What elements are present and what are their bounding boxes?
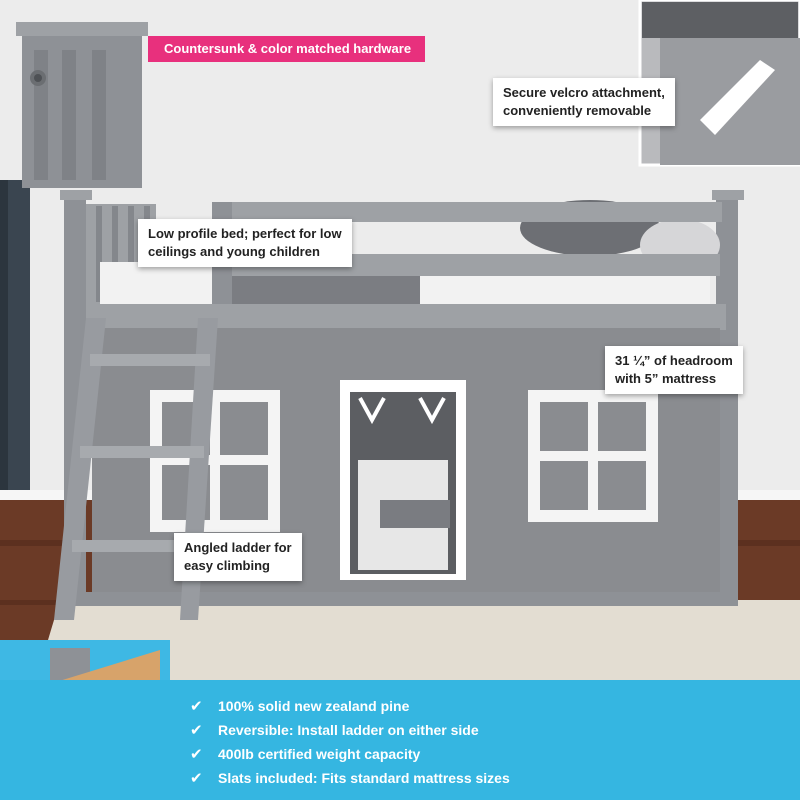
low-profile-callout-line1: Low profile bed; perfect for low xyxy=(148,226,342,241)
velcro-callout: Secure velcro attachment, conveniently r… xyxy=(493,78,675,126)
feature-text: 400lb certified weight capacity xyxy=(218,746,421,762)
feature-item: ✔ 400lb certified weight capacity xyxy=(190,742,510,766)
feature-item: ✔ Reversible: Install ladder on either si… xyxy=(190,718,510,742)
feature-text: 100% solid new zealand pine xyxy=(218,698,410,714)
checkmark-icon: ✔ xyxy=(190,721,203,739)
feature-banner xyxy=(0,680,800,800)
feature-list: ✔ 100% solid new zealand pine ✔ Reversible… xyxy=(190,694,510,790)
feature-text: Slats included: Fits standard mattress s… xyxy=(218,770,510,786)
velcro-callout-line1: Secure velcro attachment, xyxy=(503,85,665,100)
ladder-callout: Angled ladder for easy climbing xyxy=(174,533,302,581)
low-profile-callout-line2: ceilings and young children xyxy=(148,244,320,259)
checkmark-icon: ✔ xyxy=(190,745,203,763)
feature-text: Reversible: Install ladder on either sid… xyxy=(218,722,479,738)
low-profile-callout: Low profile bed; perfect for low ceiling… xyxy=(138,219,352,267)
headroom-callout-line2: with 5” mattress xyxy=(615,371,717,386)
hardware-callout: Countersunk & color matched hardware xyxy=(148,36,426,62)
headroom-callout-line1: 31 ¼” of headroom xyxy=(615,353,733,368)
feature-item: ✔ Slats included: Fits standard mattress … xyxy=(190,766,510,790)
feature-item: ✔ 100% solid new zealand pine xyxy=(190,694,510,718)
ladder-callout-line1: Angled ladder for xyxy=(184,540,292,555)
headroom-callout: 31 ¼” of headroom with 5” mattress xyxy=(605,346,743,394)
checkmark-icon: ✔ xyxy=(190,769,203,787)
ladder-callout-line2: easy climbing xyxy=(184,558,270,573)
velcro-callout-line2: conveniently removable xyxy=(503,103,652,118)
checkmark-icon: ✔ xyxy=(190,697,203,715)
